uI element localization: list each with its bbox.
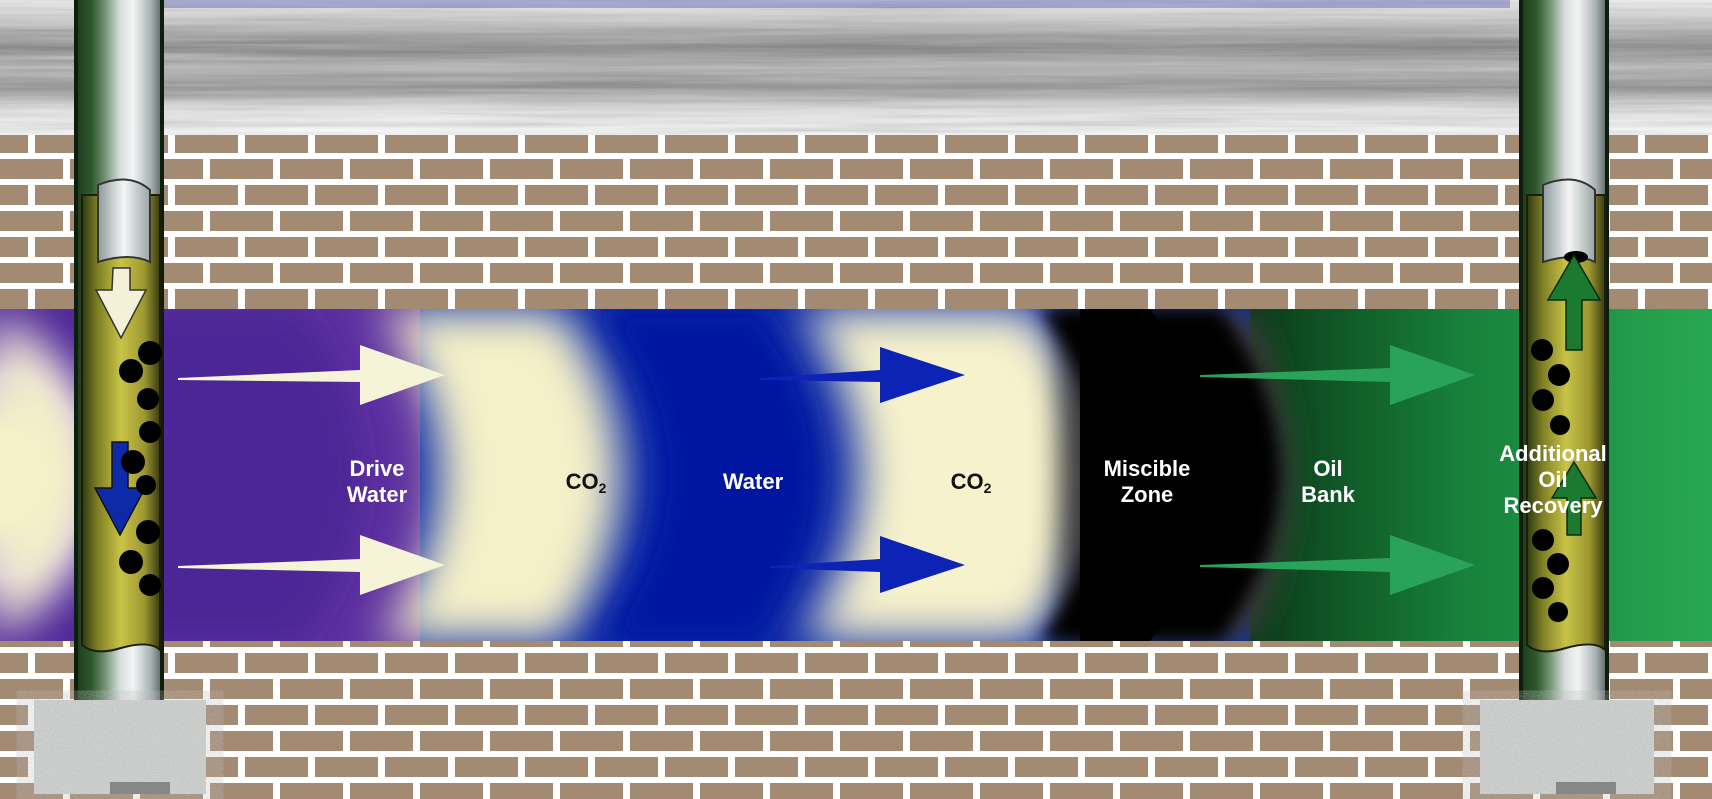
label-miscible-zone-line2: Zone: [1120, 482, 1174, 507]
label-water-line1: Water: [722, 469, 784, 494]
base-brick-layer: [0, 641, 1712, 799]
reservoir-layer: [0, 309, 1712, 641]
label-miscible-zone: Miscible Zone: [1104, 456, 1191, 508]
label-additional-oil-recovery: Additional Oil Recovery: [1499, 441, 1607, 519]
flow-arrow-green-top: [1200, 345, 1475, 405]
flow-arrow-green-bottom: [1200, 535, 1475, 595]
label-drive-water: Drive Water: [347, 456, 407, 508]
label-co2-second-formula: CO: [950, 469, 984, 494]
label-additional-oil-recovery-line2: Oil: [1538, 467, 1568, 492]
label-co2-second-subscript: 2: [983, 480, 992, 496]
label-miscible-zone-line1: Miscible: [1103, 456, 1191, 481]
label-drive-water-line1: Drive: [349, 456, 405, 481]
label-water: Water: [723, 469, 783, 495]
label-additional-oil-recovery-line3: Recovery: [1503, 493, 1603, 518]
caprock-brick-layer: [0, 135, 1712, 309]
label-drive-water-line2: Water: [346, 482, 408, 507]
label-oil-bank-line2: Bank: [1301, 482, 1355, 507]
label-co2-first-subscript: 2: [598, 480, 607, 496]
label-oil-bank: Oil Bank: [1301, 456, 1355, 508]
label-oil-bank-line1: Oil: [1313, 456, 1343, 481]
flow-arrow-blue-bottom: [770, 536, 965, 593]
overburden-layer: [0, 0, 1712, 135]
flow-arrow-cream-top: [178, 345, 445, 405]
flow-arrow-blue-top: [760, 347, 965, 403]
production-well: [1519, 0, 1609, 700]
label-co2-first: CO2: [566, 469, 607, 495]
right-well-footing: [1480, 700, 1654, 794]
label-co2-first-formula: CO: [565, 469, 599, 494]
injection-well: [74, 0, 164, 700]
label-additional-oil-recovery-line1: Additional: [1499, 441, 1607, 466]
flow-arrow-cream-bottom: [178, 535, 445, 595]
label-co2-second: CO2: [951, 469, 992, 495]
left-well-footing: [34, 700, 206, 794]
